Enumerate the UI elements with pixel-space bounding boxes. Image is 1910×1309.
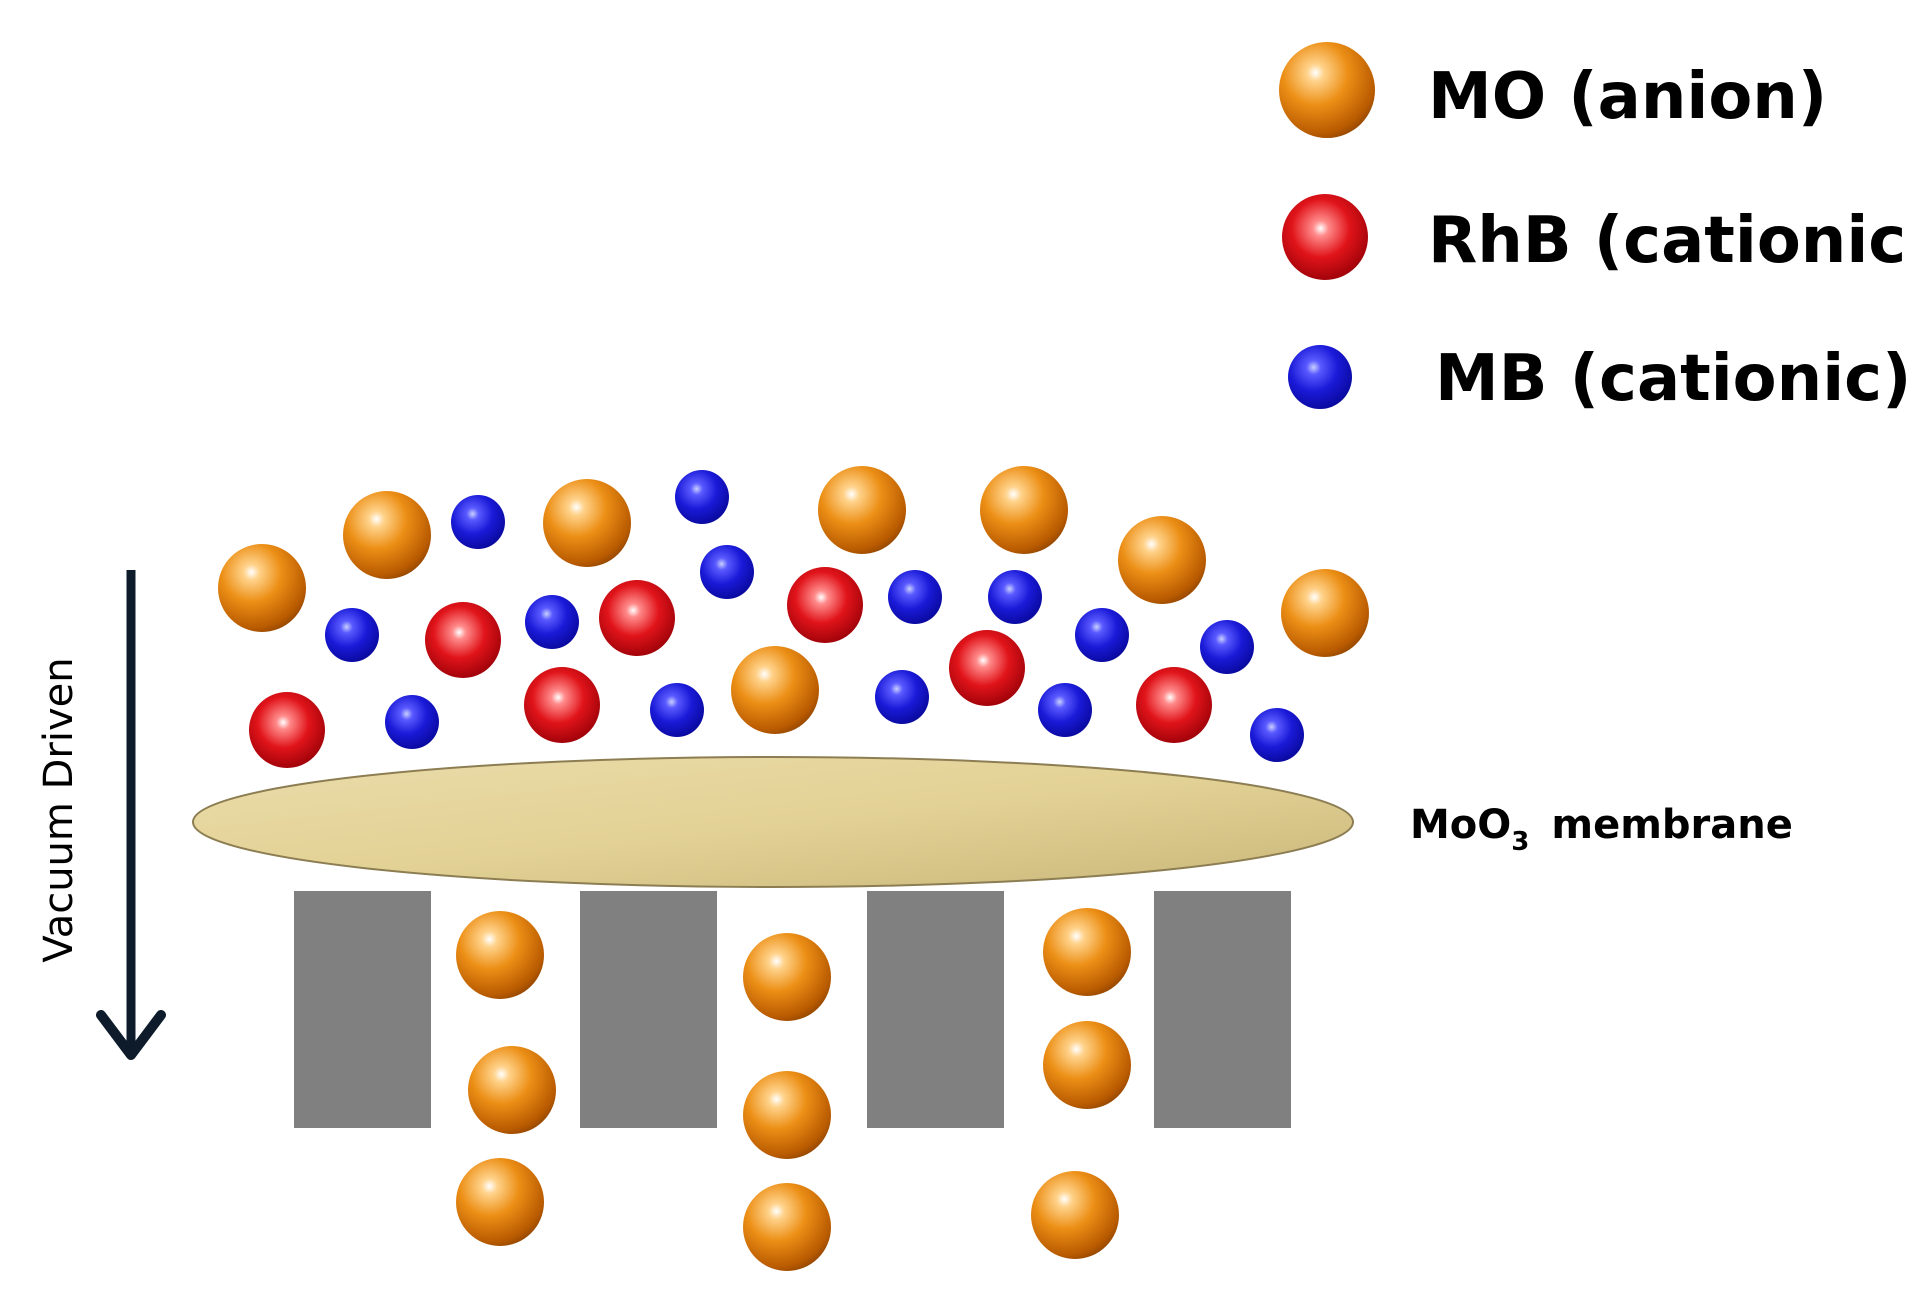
mo-particle (743, 933, 831, 1021)
legend-rhb-label: RhB (cationic) (1428, 204, 1910, 278)
mb-particle (650, 683, 704, 737)
mo-particle (980, 466, 1068, 554)
membrane-label-sub: 3 (1511, 827, 1529, 857)
mo-particle (1043, 1021, 1131, 1109)
membrane: MoO3 membrane (192, 756, 1793, 888)
mo-particle (818, 466, 906, 554)
mb-particle (1075, 608, 1129, 662)
rhb-particle (787, 567, 863, 643)
feed-particles (218, 466, 1369, 768)
mo-particle (743, 1183, 831, 1271)
mb-particle (385, 695, 439, 749)
membrane-label-rest: membrane (1551, 802, 1792, 848)
vacuum-driven-label: Vacuum Driven (36, 657, 82, 962)
support-block (580, 891, 717, 1128)
rhb-particle (949, 630, 1025, 706)
mb-particle (700, 545, 754, 599)
rhb-particle (425, 602, 501, 678)
legend-mo-label: MO (anion) (1428, 60, 1827, 134)
mo-particle (1031, 1171, 1119, 1259)
legend-mb-label: MB (cationic) (1435, 342, 1910, 416)
mo-particle (543, 479, 631, 567)
vacuum-arrow: Vacuum Driven (36, 570, 166, 1060)
mb-particle (875, 670, 929, 724)
mo-particle (456, 1158, 544, 1246)
rhb-particle (599, 580, 675, 656)
mb-particle (325, 608, 379, 662)
mo-particle (1281, 569, 1369, 657)
mb-particle (988, 570, 1042, 624)
legend-rhb-marker (1282, 194, 1368, 280)
mb-particle (1200, 620, 1254, 674)
legend-mb-marker (1288, 345, 1352, 409)
rhb-particle (524, 667, 600, 743)
mo-particle (743, 1071, 831, 1159)
mb-particle (675, 470, 729, 524)
mb-particle (1038, 683, 1092, 737)
moo3-membrane-disc (192, 756, 1354, 888)
legend: MO (anion) RhB (cationic) MB (cationic) (1279, 42, 1910, 416)
mo-particle (1118, 516, 1206, 604)
permeate-particles (456, 908, 1131, 1271)
mb-particle (451, 495, 505, 549)
rhb-particle (1136, 667, 1212, 743)
mb-particle (525, 595, 579, 649)
mo-particle (343, 491, 431, 579)
mo-particle (456, 911, 544, 999)
mb-particle (888, 570, 942, 624)
arrow-head-icon (96, 1010, 166, 1060)
mo-particle (468, 1046, 556, 1134)
support-block (867, 891, 1004, 1128)
membrane-label-main: MoO (1410, 802, 1511, 848)
mo-particle (1043, 908, 1131, 996)
support-block (1154, 891, 1291, 1128)
porous-support (294, 891, 1291, 1128)
legend-mo-marker (1279, 42, 1375, 138)
mb-particle (1250, 708, 1304, 762)
mo-particle (218, 544, 306, 632)
mo-particle (731, 646, 819, 734)
rhb-particle (249, 692, 325, 768)
membrane-label: MoO3 membrane (1410, 802, 1793, 857)
support-block (294, 891, 431, 1128)
